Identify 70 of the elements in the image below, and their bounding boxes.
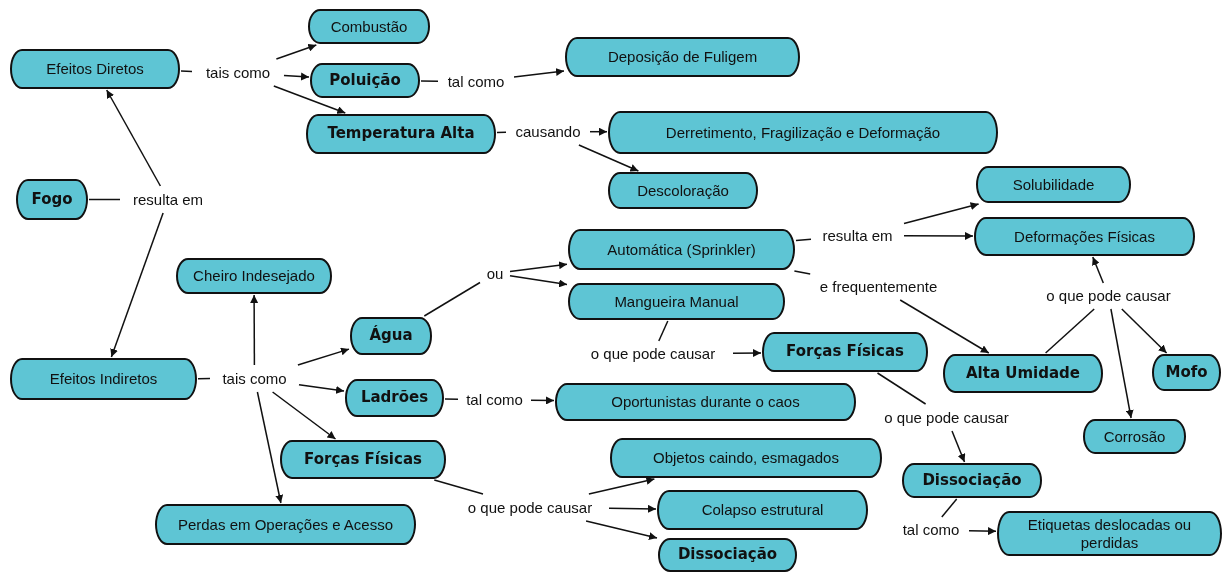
arrow: [588, 476, 656, 495]
concept-box: Dissociação: [902, 463, 1042, 498]
arrow: [1092, 256, 1105, 284]
concept-box: Mofo: [1152, 354, 1221, 391]
arrow: [608, 504, 657, 513]
connector-line: [420, 80, 439, 82]
arrow: [589, 127, 608, 136]
arrow: [1121, 308, 1168, 354]
arrow: [271, 391, 337, 440]
arrow: [110, 212, 164, 358]
arrow: [530, 396, 555, 405]
arrow: [903, 202, 980, 225]
concept-box: Solubilidade: [976, 166, 1131, 203]
arrow: [578, 144, 640, 172]
concept-box: Deposição de Fuligem: [565, 37, 800, 77]
arrow: [513, 68, 565, 78]
concept-box: Oportunistas durante o caos: [555, 383, 856, 421]
connector-line: [876, 372, 927, 405]
arrow: [275, 43, 318, 60]
arrow: [105, 89, 162, 187]
connector-line: [433, 479, 484, 495]
connector-line: [423, 281, 481, 317]
concept-box: Perdas em Operações e Acesso: [155, 504, 416, 545]
connector-line: [793, 270, 811, 275]
connector-line: [180, 70, 193, 73]
arrow: [951, 430, 966, 463]
arrow: [283, 72, 310, 81]
connector-line: [658, 320, 669, 342]
concept-box: Mangueira Manual: [568, 283, 785, 320]
arrow: [903, 231, 974, 240]
arrow: [298, 383, 345, 394]
connector-line: [795, 238, 812, 242]
concept-box: Objetos caindo, esmagados: [610, 438, 882, 478]
connector-line: [496, 131, 507, 134]
concept-box: Forças Físicas: [280, 440, 446, 479]
connector-line: [197, 377, 211, 380]
arrow: [585, 520, 658, 540]
concept-box: Alta Umidade: [943, 354, 1103, 393]
concept-box: Combustão: [308, 9, 430, 44]
concept-box: Água: [350, 317, 432, 355]
arrow: [297, 347, 350, 366]
arrow: [273, 85, 347, 114]
concept-box: Deformações Físicas: [974, 217, 1195, 256]
concept-box: Dissociação: [658, 538, 797, 572]
concept-box: Cheiro Indesejado: [176, 258, 332, 294]
concept-box: Fogo: [16, 179, 88, 220]
connector-line: [444, 398, 459, 401]
arrow: [509, 261, 568, 273]
concept-box: Corrosão: [1083, 419, 1186, 454]
connector-line: [941, 498, 958, 518]
arrow: [509, 275, 568, 288]
concept-box: Descoloração: [608, 172, 758, 209]
concept-box: Ladrões: [345, 379, 444, 417]
concept-box: Temperatura Alta: [306, 114, 496, 154]
arrow: [968, 527, 997, 536]
concept-box: Forças Físicas: [762, 332, 928, 372]
concept-box: Automática (Sprinkler): [568, 229, 795, 270]
concept-box: Derretimento, Fragilização e Deformação: [608, 111, 998, 154]
concept-box: Etiquetas deslocadas ou perdidas: [997, 511, 1222, 556]
concept-box: Colapso estrutural: [657, 490, 868, 530]
concept-box: Efeitos Indiretos: [10, 358, 197, 400]
connector-line: [88, 198, 121, 201]
arrow: [1110, 308, 1134, 419]
concept-box: Efeitos Diretos: [10, 49, 180, 89]
arrow: [899, 299, 990, 354]
concept-box: Poluição: [310, 63, 420, 98]
connector-line: [1044, 308, 1095, 354]
arrow: [250, 294, 259, 366]
arrow: [256, 391, 284, 504]
arrow: [732, 349, 762, 357]
